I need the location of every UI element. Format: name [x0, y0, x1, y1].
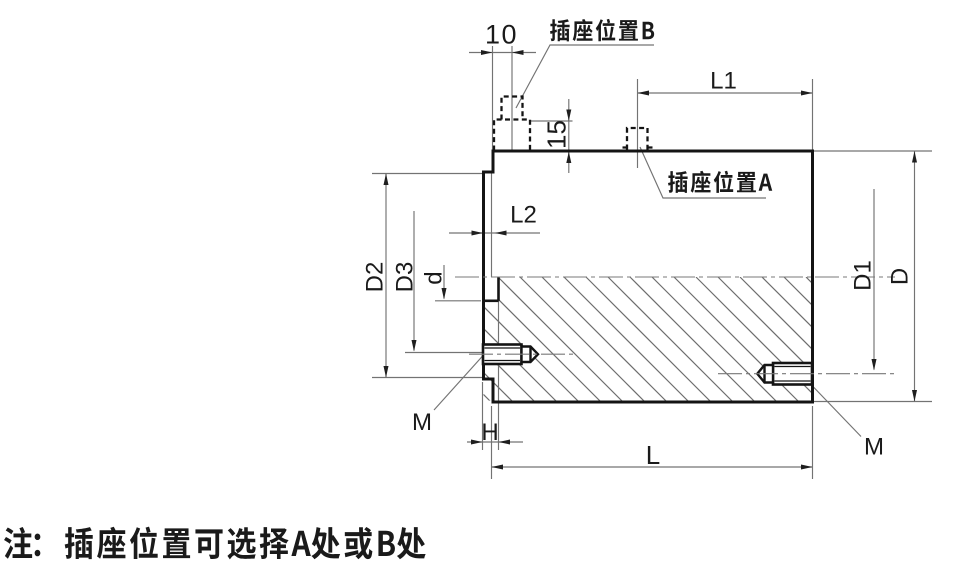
svg-text:L2: L2: [510, 202, 537, 229]
svg-text:M: M: [864, 434, 884, 461]
svg-text:D1: D1: [850, 260, 877, 291]
svg-text:10: 10: [485, 20, 518, 50]
svg-text:L1: L1: [710, 68, 737, 95]
svg-text:15: 15: [541, 120, 571, 149]
svg-text:M: M: [412, 409, 432, 436]
svg-text:D2: D2: [362, 262, 389, 293]
svg-text:D3: D3: [392, 262, 419, 293]
svg-text:D: D: [887, 268, 914, 285]
svg-text:d: d: [421, 271, 448, 284]
svg-text:H: H: [481, 419, 498, 446]
svg-text:L: L: [646, 440, 660, 470]
